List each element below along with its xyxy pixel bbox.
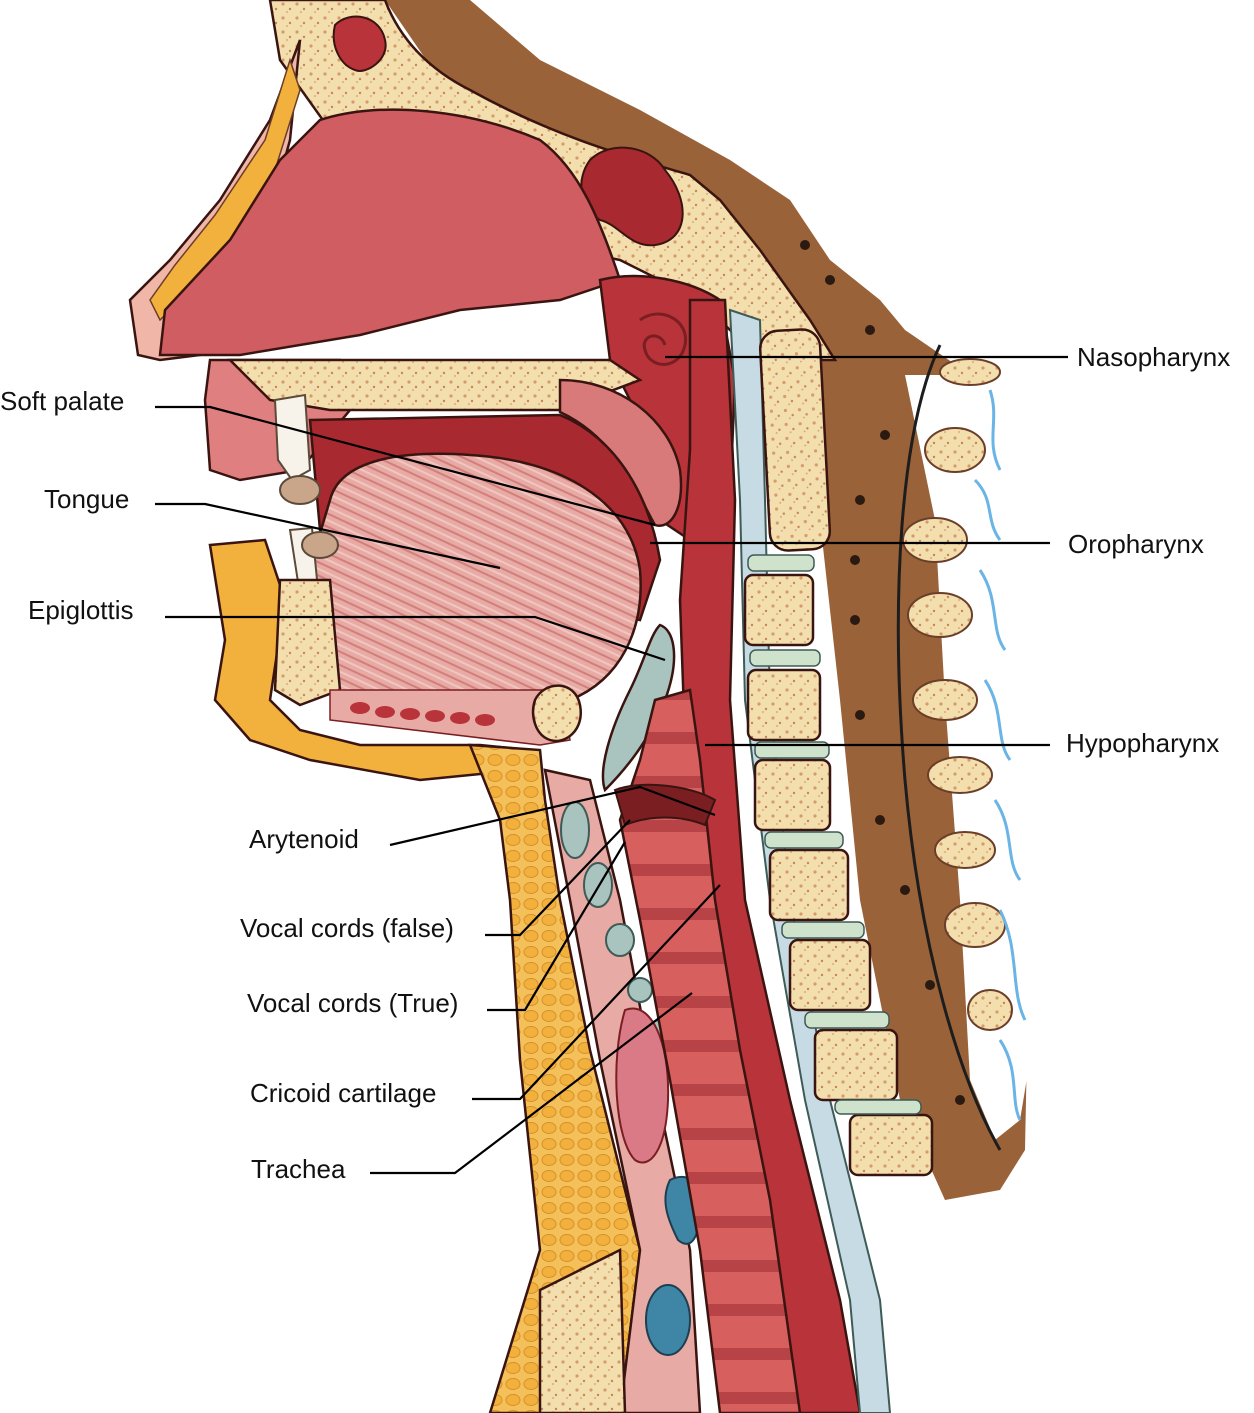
anatomy-illustration [128,0,1040,1413]
label-group-epiglottis: Epiglottis [28,595,666,662]
frontal-sinus [332,15,387,72]
tongue-shape [298,452,642,702]
floor-of-mouth-muscle [329,689,571,746]
leader-line-trachea [370,992,693,1175]
leader-line-arytenoid [389,785,716,847]
teeth [273,393,339,597]
label-group-tongue: Tongue [44,484,501,570]
label-epiglottis: Epiglottis [28,595,134,625]
nasal-cavity [158,108,622,357]
spinal-cord-line [896,344,1002,1151]
airway-trachea [618,688,802,1413]
vertebral-bodies [743,328,934,1177]
label-cricoid-cartilage: Cricoid cartilage [250,1078,436,1108]
label-hypopharynx: Hypopharynx [1066,728,1219,758]
intervertebral-discs [747,554,922,1115]
label-nasopharynx: Nasopharynx [1077,342,1230,372]
epiglottis-shape [601,623,676,793]
label-group-hypopharynx: Hypopharynx [705,728,1219,758]
label-group-oropharynx: Oropharynx [650,529,1204,559]
pharynx-column [678,298,862,1413]
blue-nerve-network [973,389,1027,1121]
hyoid-bone [531,684,583,743]
label-vocal-cords-true: Vocal cords (True) [247,988,458,1018]
anterior-neck-fat [468,743,642,1413]
salivary-dots [350,702,495,726]
label-arytenoid: Arytenoid [249,824,359,854]
label-trachea: Trachea [251,1154,346,1184]
nasal-cartilage [149,57,301,322]
label-group-soft-palate: Soft palate [0,386,656,527]
label-group-vocal-cords-false: Vocal cords (false) [240,819,631,943]
adenoid-swirl [639,312,687,366]
label-group-arytenoid: Arytenoid [249,785,716,854]
sternum-bone [538,1248,627,1413]
vertebral-dots [800,240,965,1105]
label-group-cricoid-cartilage: Cricoid cartilage [250,884,721,1108]
leader-line-epiglottis [165,615,666,662]
label-group-vocal-cords-true: Vocal cords (True) [247,841,626,1018]
leader-line-soft-palate [155,405,656,527]
posterior-neck-tissue [385,0,1030,1200]
leader-line-tongue [155,502,501,570]
leader-line-cricoid-cartilage [472,884,721,1101]
label-group-trachea: Trachea [251,992,693,1184]
thyroid-gland [615,1007,670,1164]
label-soft-palate: Soft palate [0,386,124,416]
label-tongue: Tongue [44,484,129,514]
leader-line-vocal-cords-true [487,841,626,1012]
label-group-nasopharynx: Nasopharynx [665,342,1230,372]
spinous-processes [902,358,1013,1031]
mandible [273,578,342,707]
leader-line-vocal-cords-false [485,819,631,937]
label-oropharynx: Oropharynx [1068,529,1204,559]
label-vocal-cords-false: Vocal cords (false) [240,913,454,943]
